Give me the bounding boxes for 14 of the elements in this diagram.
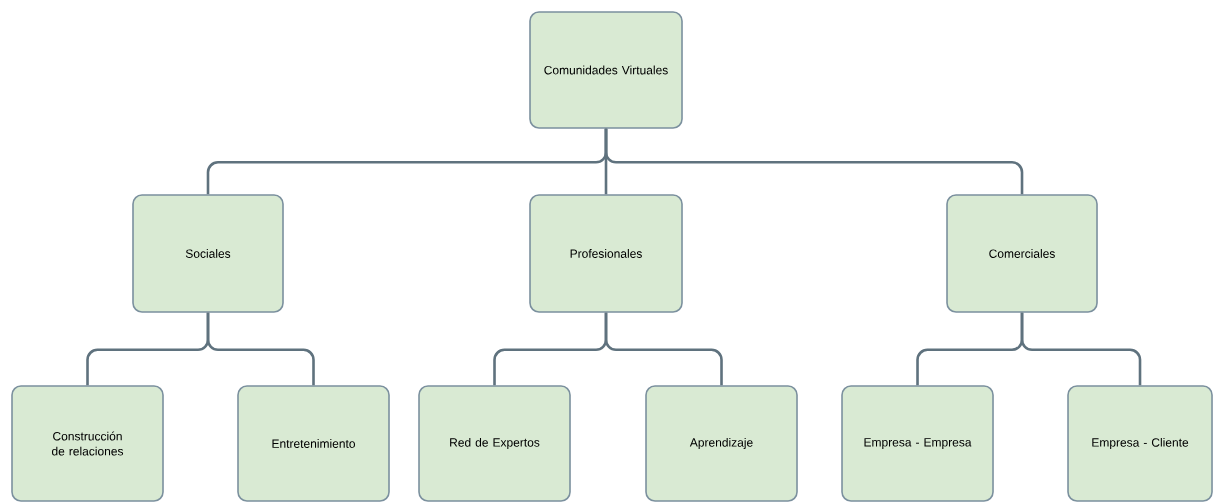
category-box: Entretenimiento [237, 385, 390, 502]
category-box: Empresa - Empresa [841, 385, 994, 502]
category-box: Comunidades Virtuales [529, 11, 683, 129]
connector [604, 128, 1024, 195]
category-box: Aprendizaje [645, 385, 798, 502]
category-box: Empresa - Cliente [1067, 385, 1213, 502]
category-box: Construcción de relaciones [11, 385, 164, 502]
category-box: Sociales [132, 194, 284, 313]
connector [604, 312, 723, 386]
connector [206, 312, 315, 386]
category-box: Red de Expertos [418, 385, 571, 502]
connector [1020, 312, 1142, 386]
category-box: Profesionales [529, 194, 683, 313]
category-box: Comerciales [946, 194, 1098, 313]
